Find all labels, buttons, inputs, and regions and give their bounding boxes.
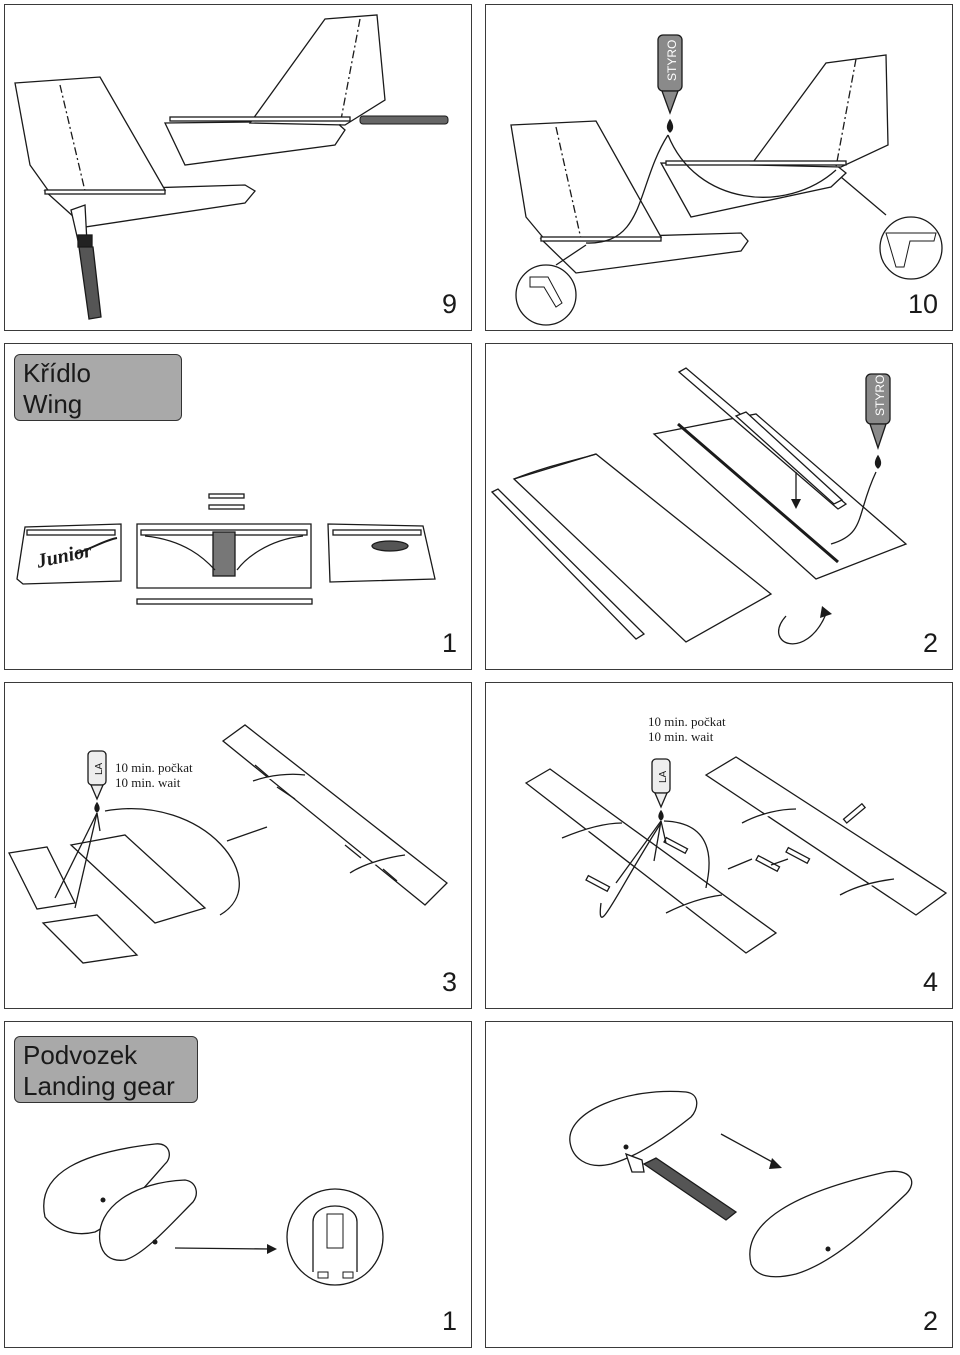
step-number: 2 xyxy=(922,1306,938,1336)
step-number: 10 xyxy=(907,289,938,319)
wait-note-english: 10 min. wait xyxy=(648,729,714,744)
step-number: 1 xyxy=(441,1306,457,1336)
tail-gluing-illustration: STYRO xyxy=(510,34,943,326)
section-title-czech: Křídlo xyxy=(23,358,91,388)
wing-dihedral-illustration: LA xyxy=(524,756,948,954)
wait-note: 10 min. počkat 10 min. wait xyxy=(648,714,726,744)
wing-panel-joining-illustration: LA xyxy=(8,724,448,964)
panel-gear-step-2: 2 xyxy=(485,1021,953,1348)
panel-tail-step-10: STYRO 10 xyxy=(485,4,953,331)
wait-note-english: 10 min. wait xyxy=(115,775,181,790)
section-title-landing-gear: Podvozek Landing gear xyxy=(14,1036,198,1103)
step-number: 4 xyxy=(922,967,938,997)
section-title-english: Wing xyxy=(23,389,83,419)
panel-wing-step-3: 10 min. počkat 10 min. wait LA xyxy=(4,682,472,1009)
step-number: 2 xyxy=(922,628,938,658)
step-number: 1 xyxy=(441,628,457,658)
wait-note: 10 min. počkat 10 min. wait xyxy=(115,760,193,790)
gear-fairing-cutting-illustration xyxy=(569,1090,913,1278)
panel-gear-step-1: Podvozek Landing gear 1 xyxy=(4,1021,472,1348)
panel-tail-step-9: 9 xyxy=(4,4,472,331)
tail-assembly-illustration xyxy=(14,14,449,320)
wait-note-czech: 10 min. počkat xyxy=(648,714,726,729)
section-title-wing: Křídlo Wing xyxy=(14,354,182,421)
step-number: 3 xyxy=(441,967,457,997)
bottle-label: LA xyxy=(658,770,669,783)
section-title-czech: Podvozek xyxy=(23,1040,138,1070)
bottle-label: STYRO xyxy=(873,375,887,416)
panel-wing-step-4: 10 min. počkat 10 min. wait LA xyxy=(485,682,953,1009)
wing-parts-illustration: Junior xyxy=(16,493,436,605)
wing-spar-gluing-illustration: STYRO xyxy=(490,367,908,645)
bottle-label: LA xyxy=(94,762,105,775)
gear-fairings-illustration xyxy=(43,1143,384,1286)
step-number: 9 xyxy=(441,289,457,319)
bottle-label: STYRO xyxy=(665,40,679,81)
wait-note-czech: 10 min. počkat xyxy=(115,760,193,775)
panel-wing-step-2: STYRO 2 xyxy=(485,343,953,670)
section-title-english: Landing gear xyxy=(23,1071,175,1101)
panel-wing-step-1: Křídlo Wing Junior 1 xyxy=(4,343,472,670)
